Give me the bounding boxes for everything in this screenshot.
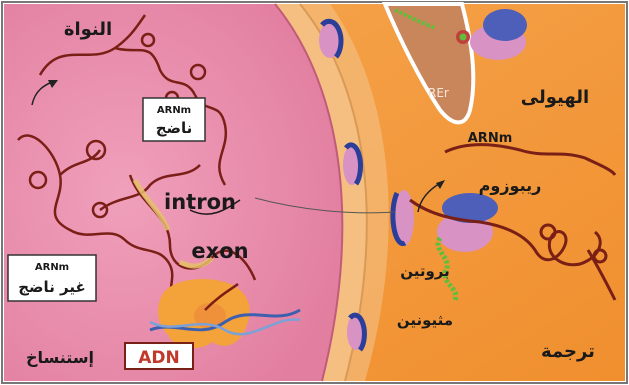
mature-mrna-tag: ARNm <box>157 105 191 116</box>
ribosome-large-subunit-top <box>483 9 527 41</box>
translation-label: ترجمة <box>541 341 595 362</box>
exon-label: exon <box>191 239 248 263</box>
mature-mrna-word: ناضج <box>156 119 193 137</box>
methionine-label: مثيونين <box>397 311 453 329</box>
rer-label: REr <box>428 86 449 100</box>
protein-label: بروتين <box>400 262 450 280</box>
er-ribosome-core <box>460 34 467 41</box>
intron-label: intron <box>164 190 236 214</box>
immature-mrna-word: غير ناضج <box>18 278 86 296</box>
immature-mrna-tag: ARNm <box>35 262 69 273</box>
ribosome-label: ريبوزوم <box>479 176 542 195</box>
nucleus-label: النواة <box>64 19 112 40</box>
dna-label: ADN <box>138 348 180 368</box>
transcription-label: إستنساخ <box>26 348 94 367</box>
mrna-cytoplasm-label: ARNm <box>468 131 513 146</box>
cytoplasm-label: الهيولى <box>521 87 589 108</box>
